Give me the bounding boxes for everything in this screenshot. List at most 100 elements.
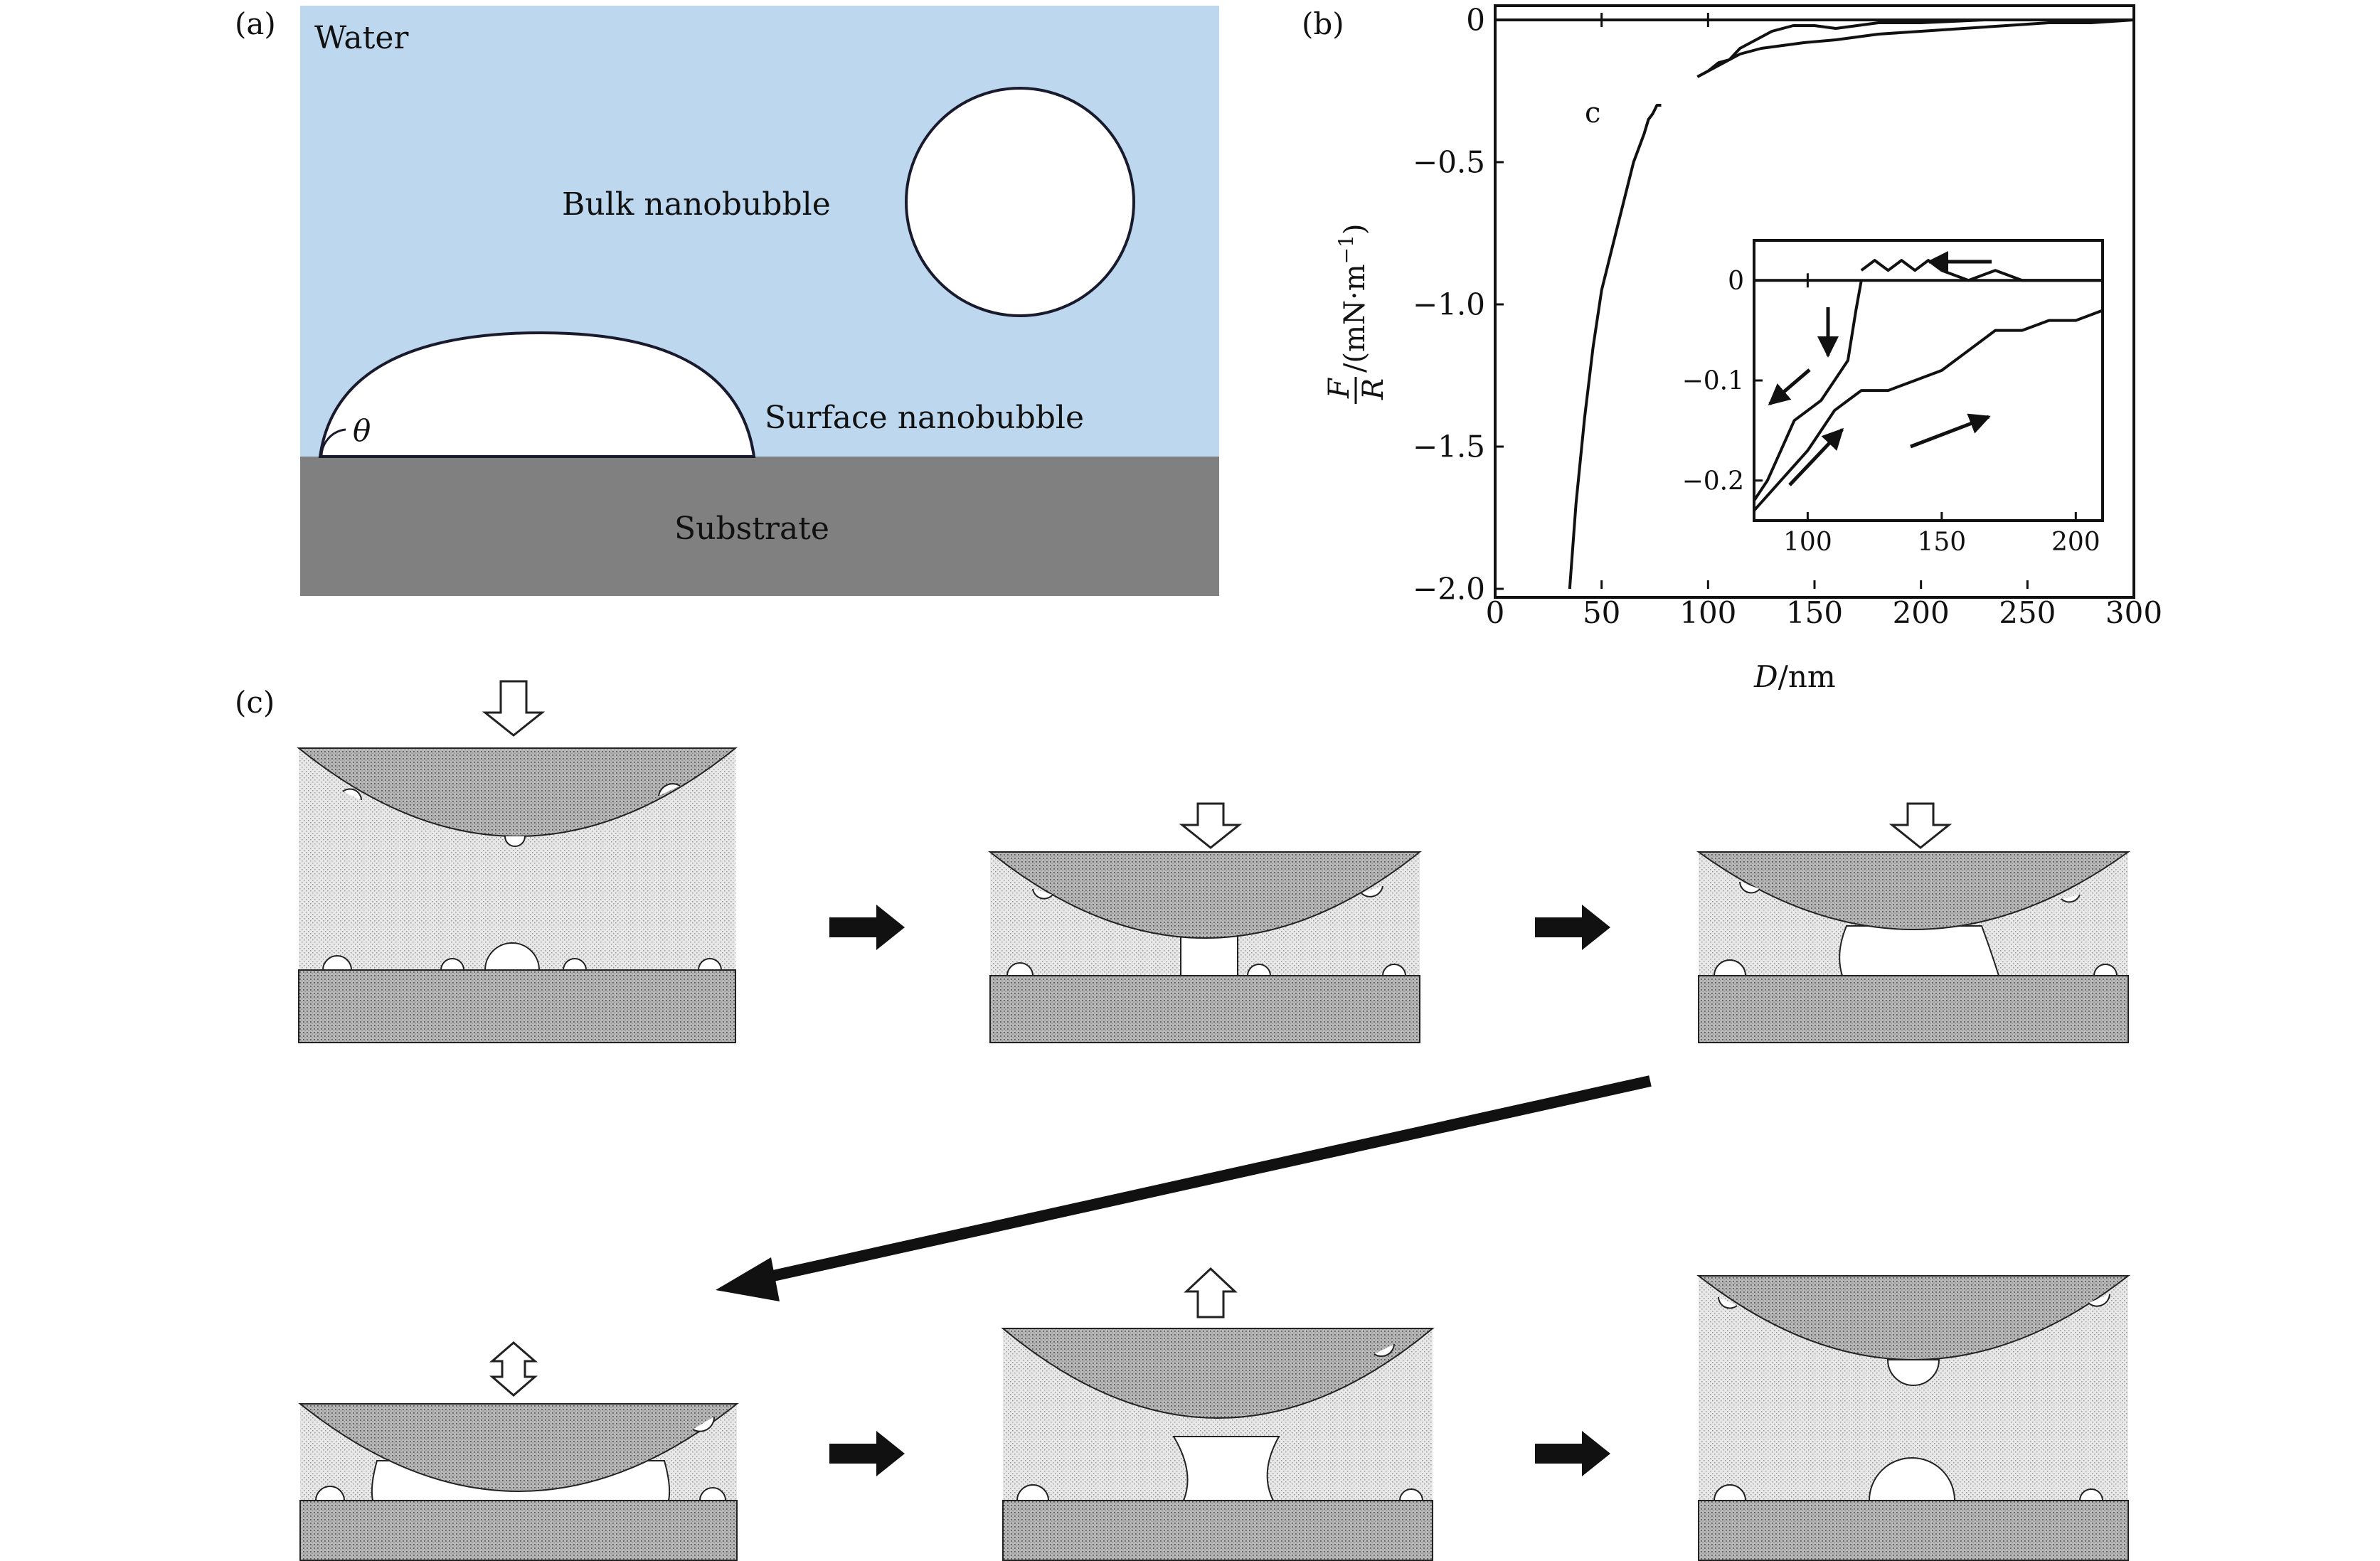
frame-5-sphere-bubble [1374,1343,1395,1358]
inset-arrow-down-left [1768,368,1811,405]
frame-1-surface-bubble [484,942,541,971]
frame-4-surface-bubble [314,1486,346,1501]
main-xtick-label: 200 [1893,595,1950,630]
flow-arrow-1-to-2 [829,905,905,950]
inset-series [1753,259,2103,512]
frame-6-surface-bubble [1868,1457,1956,1501]
xlabel-unit: /nm [1778,659,1836,694]
contact-angle-arc [320,428,346,457]
inset-xtick-label: 150 [1917,528,1966,557]
frame-1-sphere-bubble [658,783,681,797]
inset-series-2 [1753,279,1863,502]
inset-arrow-up-right [1788,427,1844,486]
curve-marker-c: c [1585,97,1600,129]
frame-1-surface-bubble [697,958,723,971]
main-xtick-label: 300 [2105,595,2162,630]
frame-2-surface-bubble [1006,962,1034,976]
frame-3-substrate [1698,975,2129,1043]
inset-xtick-label: 200 [2051,528,2100,557]
frame-5-sphere [1001,1328,1435,1419]
frame-5-substrate [1002,1500,1433,1561]
frame-3-bridge-grown [1696,802,2131,1043]
substrate-block [300,457,1219,596]
frame-3-surface-bubble [2093,964,2118,976]
frame-1-sphere-bubble [504,836,526,847]
main-ytick-label: −1.0 [1413,287,1485,322]
ylabel-exponent: −1 [1334,235,1358,264]
frame-6-separated [1696,1275,2130,1561]
frame-6-surface-bubble [2078,1488,2104,1501]
inset-arrows [1768,251,1992,486]
ylabel-denominator: R [1357,378,1390,400]
panel-b-label: (b) [1302,6,1344,41]
frame-6-substrate [1698,1500,2129,1561]
frame-6-sphere-bubble [2088,1294,2110,1307]
main-xtick-label: 50 [1583,595,1620,630]
frame-4-sphere [298,1403,739,1492]
main-xtick-label: 100 [1679,595,1736,630]
main-ytick-label: −2.0 [1413,572,1485,607]
flow-arrow-4-to-5 [829,1431,905,1476]
frame-3-sphere [1696,851,2131,930]
frame-2-sphere-bubble [1361,885,1383,897]
inset-plot-frame [1753,239,2104,522]
x-axis-label: D/nm [1753,659,1836,694]
panel-c: (c) [235,680,2131,1561]
inset-arrow-right [1910,413,1991,449]
surface-nanobubble-label: Surface nanobubble [765,400,1084,436]
ylabel-close: ) [1339,223,1371,235]
frame-1-substrate [298,969,736,1043]
frame-3-capillary-bridge [1839,925,2000,976]
frame-1-sphere [297,747,738,837]
frame-5-surface-bubble [1398,1488,1424,1501]
water-label: Water [314,20,409,56]
frame-1-approach [297,680,738,1043]
main-series-3 [1696,18,2135,78]
frame-4-updown-arrow [489,1341,538,1397]
frame-5-surface-bubble [1016,1484,1050,1501]
inset-ytick-label: −0.2 [1682,467,1744,496]
xlabel-var: D [1753,659,1778,694]
frame-2-sphere-bubble [1032,888,1053,900]
panel-a-label: (a) [235,6,276,41]
frame-1-surface-bubble [562,958,588,971]
inset-series-3 [1753,309,2103,512]
frame-2-surface-bubble [1381,964,1407,976]
inset-ytick-label: −0.1 [1682,367,1744,396]
frame-1-surface-bubble [440,958,465,971]
frame-4-substrate [299,1500,738,1561]
contact-angle-symbol: θ [353,413,371,448]
bulk-nanobubble-label: Bulk nanobubble [562,186,831,223]
surface-nanobubble [318,331,756,458]
frame-2-capillary-bridge [1180,934,1238,976]
flow-arrow-5-to-6 [1535,1431,1610,1476]
panel-c-label: (c) [235,685,275,720]
frame-3-down-arrow [1888,802,1953,849]
frame-2-sphere [988,851,1422,939]
frame-2-down-arrow [1179,802,1243,849]
frame-1-down-arrow [482,680,546,737]
main-ytick-label: −1.5 [1413,430,1485,464]
y-axis-label: F R /(mN·m−1) [1323,223,1390,404]
frame-1-sphere-bubble [342,788,362,801]
frame-4-contact [298,1341,739,1561]
flow-arrow-3-to-4-shaft [753,1075,1652,1286]
frame-2-substrate [989,975,1420,1043]
frame-4-sphere-bubble [692,1416,716,1432]
frame-2-surface-bubble [1246,964,1272,976]
frame-3-sphere-bubble [2061,894,2081,903]
main-ytick-label: −0.5 [1413,145,1485,180]
inset-xtick-label: 100 [1783,528,1832,557]
frame-5-capillary-bridge [1172,1436,1280,1501]
frame-1-surface-bubble [322,955,353,971]
substrate-label: Substrate [674,511,829,547]
flow-arrow-3-to-4-head [716,1257,780,1301]
main-xtick-label: 250 [1999,595,2056,630]
frame-5-up-arrow [1184,1267,1238,1318]
ylabel-unit: /(mN·m−1) [1334,223,1371,373]
frame-5-retract [1001,1267,1435,1561]
